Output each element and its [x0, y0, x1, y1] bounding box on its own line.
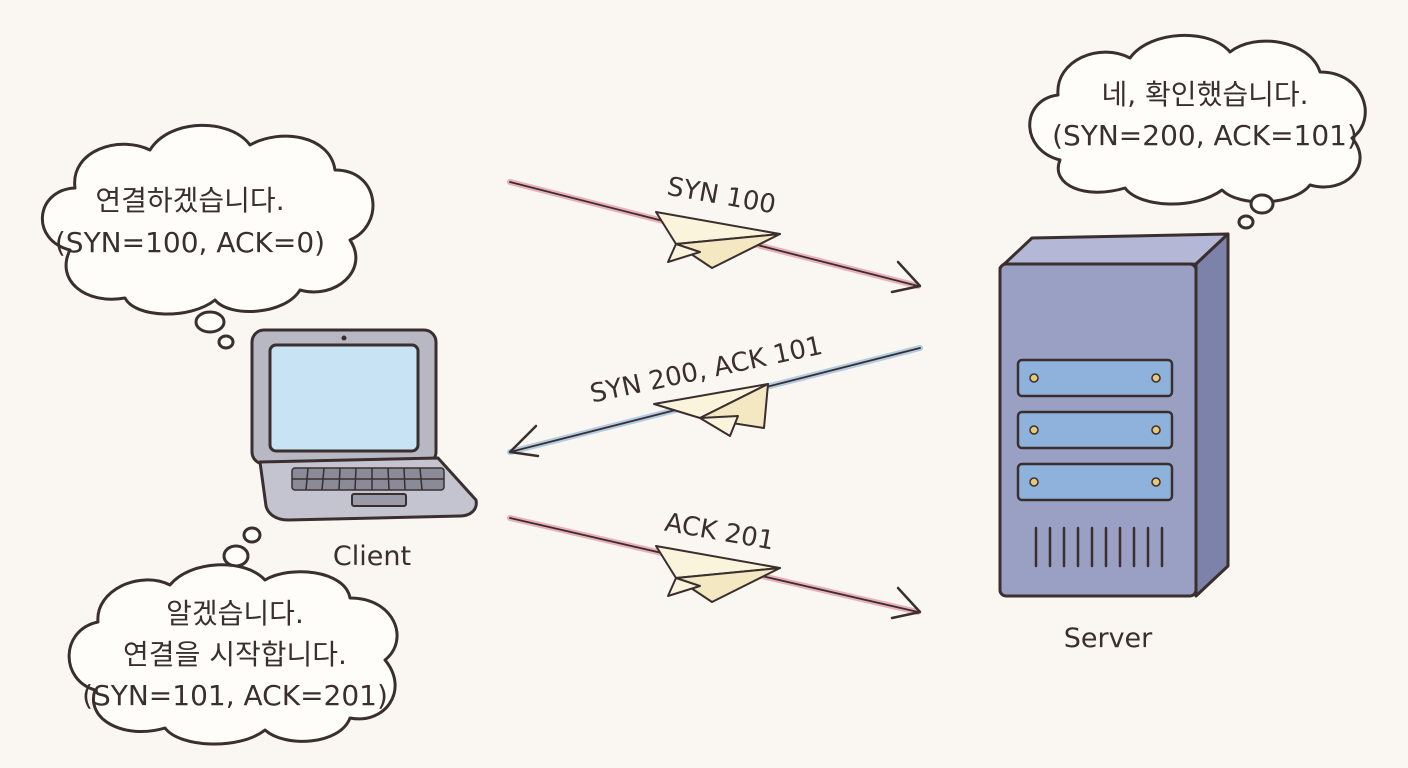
bubble-line-1: 알겠습니다.	[166, 597, 304, 630]
client-thought-bubble-bottom: 알겠습니다. 연결을 시작합니다. (SYN=101, ACK=201)	[67, 526, 399, 746]
thought-dot-small	[217, 334, 235, 350]
server-icon	[998, 232, 1230, 598]
server-vents	[1034, 526, 1164, 568]
paper-plane-icon	[653, 383, 769, 437]
thought-dot-small	[242, 526, 262, 544]
bubble-line-2: 연결을 시작합니다.	[123, 638, 347, 671]
laptop-screen	[268, 343, 420, 453]
thought-dot-large	[194, 310, 226, 334]
server-side-face	[1194, 232, 1230, 598]
client-label: Client	[333, 541, 411, 572]
laptop-trackpad	[351, 493, 407, 507]
arrow-head	[890, 586, 922, 620]
thought-dot-large	[1249, 193, 1275, 215]
bubble-line-1: 연결하겠습니다.	[95, 184, 284, 217]
paper-plane-icon	[655, 545, 781, 603]
message-arrow-syn-ack: SYN 200, ACK 101	[507, 331, 923, 458]
server-drive-bays	[1016, 358, 1174, 502]
arrow-head	[508, 424, 540, 458]
cloud-shape	[41, 123, 375, 316]
message-arrow-syn: SYN 100	[507, 172, 922, 294]
arrow-head	[890, 260, 922, 294]
thought-dot-small	[1237, 214, 1255, 230]
bubble-line-2: (SYN=100, ACK=0)	[55, 226, 325, 259]
bubble-line-3: (SYN=101, ACK=201)	[82, 679, 388, 712]
bubble-line-2: (SYN=200, ACK=101)	[1052, 119, 1358, 152]
cloud-shape	[1028, 34, 1367, 206]
server-label: Server	[1064, 623, 1153, 654]
cloud-shape	[67, 563, 399, 746]
server-thought-bubble: 네, 확인했습니다. (SYN=200, ACK=101)	[1028, 34, 1367, 230]
laptop-camera	[341, 335, 347, 341]
client-thought-bubble-top: 연결하겠습니다. (SYN=100, ACK=0)	[41, 123, 375, 350]
bubble-line-1: 네, 확인했습니다.	[1101, 78, 1308, 111]
paper-plane-icon	[655, 211, 781, 269]
laptop-icon	[250, 328, 478, 522]
arrow-label: SYN 100	[665, 172, 778, 221]
thought-dot-large	[222, 544, 250, 568]
message-arrow-ack: ACK 201	[507, 508, 922, 620]
